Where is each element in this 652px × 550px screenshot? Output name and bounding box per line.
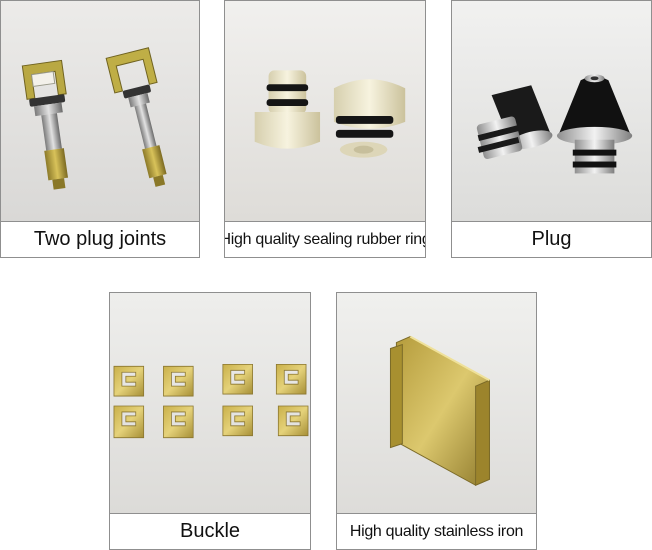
stainless-iron-photo (336, 292, 537, 514)
caption-plug-joints: Two plug joints (0, 222, 200, 258)
product-card-buckle: Buckle (109, 292, 311, 550)
rubber-ring-photo (224, 0, 426, 222)
product-card-rubber-ring: High quality sealing rubber ring (224, 0, 426, 258)
buckle-photo (109, 292, 311, 514)
caption-plug: Plug (451, 222, 652, 258)
plug-joints-photo (0, 0, 200, 222)
caption-stainless-iron: High quality stainless iron (336, 514, 537, 550)
caption-rubber-ring: High quality sealing rubber ring (224, 222, 426, 258)
product-card-plug-joints: Two plug joints (0, 0, 200, 258)
plug-photo (451, 0, 652, 222)
product-card-stainless-iron: High quality stainless iron (336, 292, 537, 550)
caption-buckle: Buckle (109, 514, 311, 550)
product-card-plug: Plug (451, 0, 652, 258)
